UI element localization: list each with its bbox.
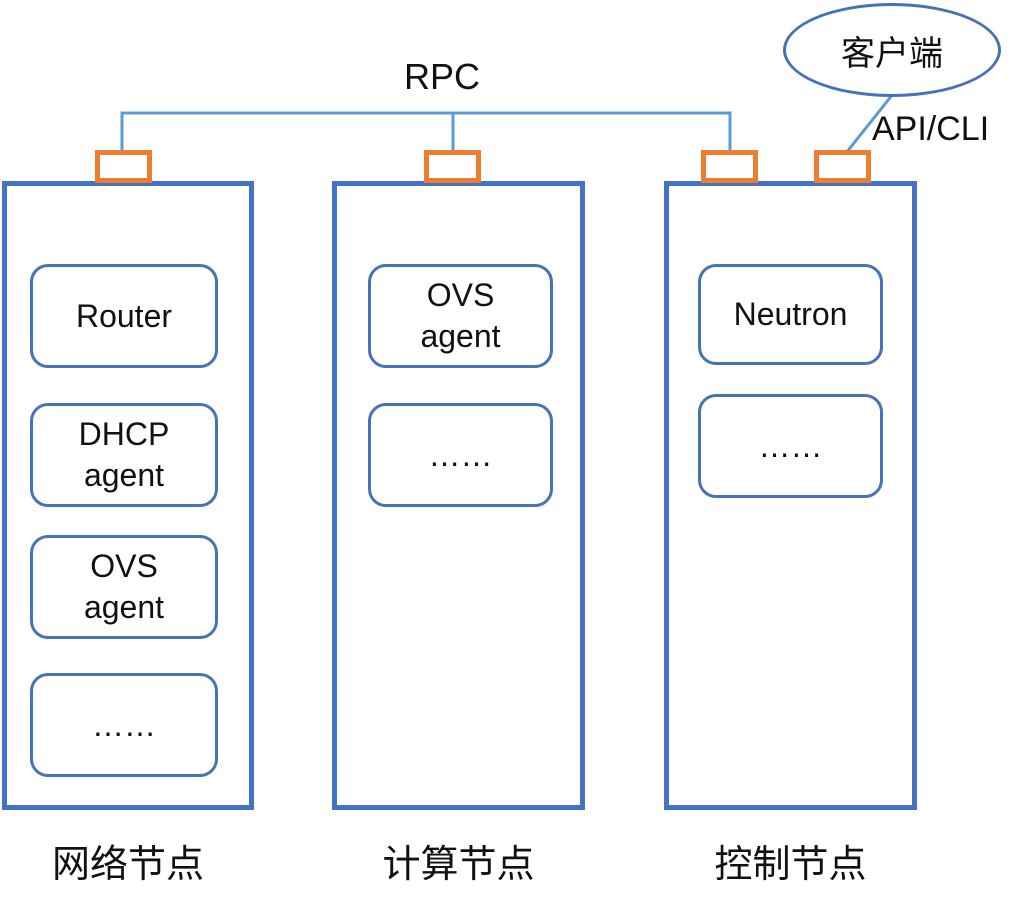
compute-node-rpc-port	[424, 150, 481, 183]
component-ellipsis-network: ……	[30, 673, 218, 777]
component-dhcp-agent: DHCP agent	[30, 403, 218, 507]
api-cli-label: API/CLI	[872, 110, 990, 148]
component-neutron: Neutron	[698, 264, 883, 365]
control-node-api-port	[814, 150, 871, 183]
client-label: 客户端	[841, 34, 943, 73]
compute-node-label: 计算节点	[382, 844, 535, 886]
control-node-rpc-port	[701, 150, 758, 183]
network-node-label: 网络节点	[51, 844, 204, 886]
network-node-rpc-port	[95, 150, 152, 183]
component-ellipsis-control: ……	[698, 394, 883, 498]
component-router: Router	[30, 264, 218, 368]
component-ellipsis-compute: ……	[368, 403, 553, 507]
component-ovs-agent-network: OVS agent	[30, 535, 218, 639]
control-node-label: 控制节点	[714, 844, 867, 886]
rpc-bus-line	[120, 111, 732, 155]
rpc-label: RPC	[403, 56, 480, 97]
client-api-line	[844, 93, 895, 154]
client-ellipse: 客户端	[783, 3, 1001, 97]
component-ovs-agent-compute: OVS agent	[368, 264, 553, 368]
